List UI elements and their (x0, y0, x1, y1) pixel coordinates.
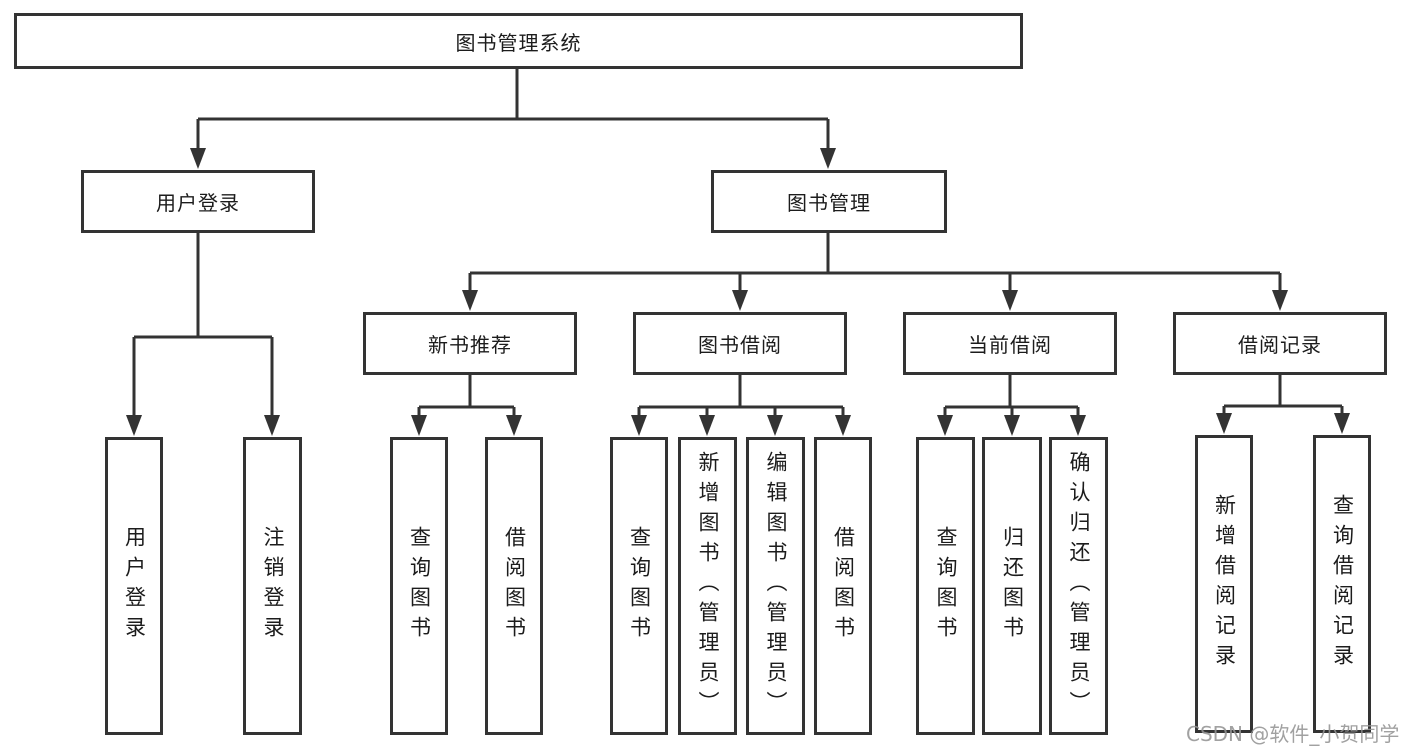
watermark: CSDN @软件_小贺同学 (1186, 722, 1400, 746)
node-label: 确认归还（管理员） (1067, 451, 1091, 721)
arrowhead-icon (1272, 290, 1288, 311)
arrowhead-icon (699, 415, 715, 436)
connector-userlogin-to-leaves (132, 233, 274, 417)
leaf-confirm-return-admin: 确认归还（管理员） (1049, 437, 1108, 735)
node-label: 用户登录 (156, 191, 240, 215)
node-label: 查询借阅记录 (1330, 494, 1355, 674)
node-label: 查询图书 (934, 526, 958, 646)
arrowhead-icon (1070, 415, 1086, 436)
arrowhead-icon (732, 290, 748, 311)
connector-newbook-to-leaves (417, 375, 516, 418)
leaf-query-books-borrow: 查询图书 (610, 437, 668, 735)
leaf-query-borrow-record: 查询借阅记录 (1313, 435, 1371, 733)
arrowhead-icon (126, 415, 142, 436)
node-borrow-records: 借阅记录 (1173, 312, 1387, 375)
leaf-borrow-books: 借阅图书 (814, 437, 872, 735)
node-root-system: 图书管理系统 (14, 13, 1023, 69)
connector-borrowrecords-to-leaves (1222, 375, 1344, 416)
arrowhead-icon (506, 415, 522, 436)
arrowhead-icon (1004, 415, 1020, 436)
arrowhead-icon (264, 415, 280, 436)
leaf-query-books-current: 查询图书 (916, 437, 975, 735)
node-label: 图书借阅 (698, 333, 782, 357)
node-book-management: 图书管理 (711, 170, 947, 233)
node-label: 新增图书（管理员） (696, 451, 720, 721)
arrowhead-icon (1334, 413, 1350, 434)
connector-bookborrow-to-leaves (637, 375, 845, 418)
node-new-book-recommend: 新书推荐 (363, 312, 577, 375)
arrowhead-icon (1216, 413, 1232, 434)
connector-root-to-level2 (196, 69, 830, 150)
node-label: 借阅图书 (831, 526, 856, 646)
leaf-return-book: 归还图书 (982, 437, 1042, 735)
arrowhead-icon (190, 148, 206, 169)
node-label: 用户登录 (122, 526, 147, 646)
arrowhead-icon (462, 290, 478, 311)
arrowhead-icon (411, 415, 427, 436)
arrowhead-icon (1002, 290, 1018, 311)
node-label: 新书推荐 (428, 333, 512, 357)
node-label: 查询图书 (627, 526, 652, 646)
node-label: 注销登录 (261, 526, 285, 646)
node-label: 编辑图书（管理员） (764, 451, 788, 721)
node-label: 图书管理 (787, 191, 871, 215)
leaf-logout: 注销登录 (243, 437, 302, 735)
leaf-user-login: 用户登录 (105, 437, 163, 735)
arrowhead-icon (767, 415, 783, 436)
node-label: 借阅图书 (502, 526, 527, 646)
arrowhead-icon (835, 415, 851, 436)
connector-currentborrow-to-leaves (943, 375, 1080, 418)
node-label: 当前借阅 (968, 333, 1052, 357)
arrowhead-icon (820, 148, 836, 169)
leaf-borrow-books-recommend: 借阅图书 (485, 437, 543, 735)
leaf-edit-book-admin: 编辑图书（管理员） (746, 437, 805, 735)
connector-bookmgmt-to-level3 (468, 233, 1282, 292)
node-label: 查询图书 (407, 526, 432, 646)
arrowhead-icon (937, 415, 953, 436)
node-label: 借阅记录 (1238, 333, 1322, 357)
node-current-borrow: 当前借阅 (903, 312, 1117, 375)
node-book-borrow: 图书借阅 (633, 312, 847, 375)
node-label: 图书管理系统 (455, 30, 582, 55)
node-user-login-branch: 用户登录 (81, 170, 315, 233)
node-label: 归还图书 (1000, 526, 1025, 646)
leaf-add-borrow-record: 新增借阅记录 (1195, 435, 1253, 733)
node-label: 新增借阅记录 (1212, 494, 1237, 674)
leaf-query-books-recommend: 查询图书 (390, 437, 448, 735)
leaf-add-book-admin: 新增图书（管理员） (678, 437, 737, 735)
arrowhead-icon (631, 415, 647, 436)
